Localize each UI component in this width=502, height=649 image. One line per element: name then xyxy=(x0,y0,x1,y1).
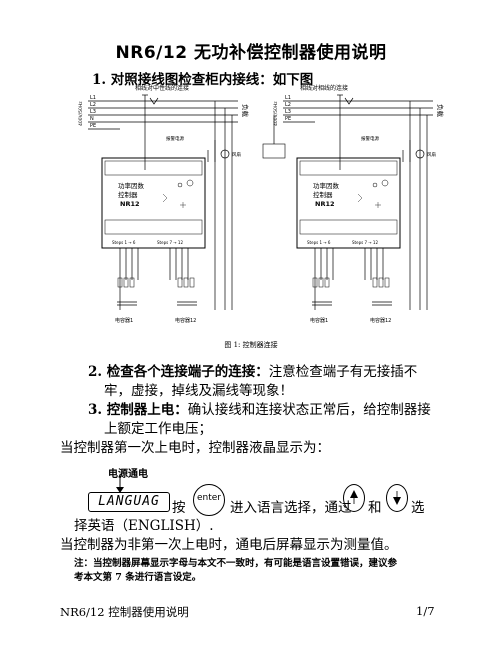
item-2: 2. 检查各个连接端子的连接：注意检查端子有无接插不 xyxy=(88,362,417,382)
note-text: 当控制器屏幕显示字母与本文不一致时，有可能是语言设置错误，建议参 xyxy=(93,558,398,569)
steps-label: Steps 7 → 12 xyxy=(352,240,378,245)
right-diagram-caption: 相线对相线的连接 xyxy=(300,84,348,92)
steps-label: Steps 1 → 6 xyxy=(112,240,136,245)
down-key-icon xyxy=(386,484,408,512)
capacitor-label: 电容器12 xyxy=(175,317,196,324)
alarm-label: 报警电源 xyxy=(166,135,184,142)
note: 注：当控制器屏幕显示字母与本文不一致时，有可能是语言设置错误，建议参 xyxy=(74,557,397,570)
item-3: 3. 控制器上电：确认接线和连接状态正常后，给控制器接 xyxy=(88,400,431,420)
voltage-label: 400V/50Hz xyxy=(78,101,84,126)
steps-label: Steps 1 → 6 xyxy=(307,240,331,245)
steps-label: Steps 7 → 12 xyxy=(157,240,183,245)
item-3-cont: 上额定工作电压； xyxy=(104,421,212,437)
line-label: L3 xyxy=(90,109,96,115)
footer-left: NR6/12 控制器使用说明 xyxy=(60,605,189,619)
left-wiring-diagram xyxy=(88,94,238,310)
up-key-icon xyxy=(343,484,365,512)
press-text: 按 xyxy=(172,500,186,516)
note-cont: 考本文第 7 条进行语言设定。 xyxy=(74,572,202,583)
power-on-label: 电源通电 xyxy=(108,469,148,480)
item-3-label: 3. 控制器上电： xyxy=(88,402,188,418)
item-2-label: 2. 检查各个连接端子的连接： xyxy=(88,364,269,380)
line-label: N xyxy=(90,116,94,122)
paragraph-first-power-on: 当控制器第一次上电时，控制器液晶显示为： xyxy=(60,440,330,456)
line-label: L1 xyxy=(285,95,291,101)
alarm-label: 报警电源 xyxy=(361,135,379,142)
enter-key-icon: enter xyxy=(193,484,225,516)
page-title: NR6/12 无功补偿控制器使用说明 xyxy=(115,43,387,63)
item-2-text: 注意检查端子有无接插不 xyxy=(268,364,418,380)
right-wiring-diagram xyxy=(262,94,433,310)
load-label: 负载 xyxy=(241,104,250,118)
controller-model: NR12 xyxy=(120,200,140,208)
wiring-diagram: 相线对中性线的连接 相线对相线的连接 L1 L2 L3 N PE L1 L2 L… xyxy=(78,84,445,324)
and-text: 和 xyxy=(368,500,382,516)
figure-caption: 图 1: 控制器连接 xyxy=(224,341,278,349)
select-cont: 择英语（ENGLISH）. xyxy=(74,518,214,534)
fan-label: 风扇 xyxy=(232,151,241,158)
line-label: L3 xyxy=(285,109,291,115)
capacitor-label: 电容器1 xyxy=(310,317,328,324)
line-label: PE xyxy=(285,116,291,122)
capacitor-label: 电容器1 xyxy=(115,317,133,324)
capacitor-label: 电容器12 xyxy=(370,317,391,324)
voltage-label: 400V/50Hz xyxy=(273,101,279,126)
select-text: 选 xyxy=(411,500,425,516)
note-label: 注： xyxy=(74,558,94,569)
load-label: 负载 xyxy=(436,104,445,118)
line-label: PE xyxy=(90,123,96,129)
page-number: 1/7 xyxy=(416,604,435,618)
controller-label: 控制器 xyxy=(313,190,333,199)
left-diagram-caption: 相线对中性线的连接 xyxy=(135,84,189,92)
item-2-cont: 牢，虚接，掉线及漏线等现象！ xyxy=(104,383,293,399)
lcd-display: LANGUAG xyxy=(88,492,170,512)
fan-label: 风扇 xyxy=(427,151,436,158)
controller-label: 控制器 xyxy=(118,190,138,199)
item-3-text: 确认接线和连接状态正常后，给控制器接 xyxy=(187,402,431,418)
line-label: L1 xyxy=(90,95,96,101)
arrow-down-icon xyxy=(116,476,124,493)
section-heading-1: 1. 对照接线图检查柜内接线：如下图 xyxy=(92,72,314,88)
paragraph-non-first-power-on: 当控制器为非第一次上电时，通电后屏幕显示为测量值。 xyxy=(60,537,398,553)
controller-label: 功率因数 xyxy=(313,181,340,190)
enter-instruction: 进入语言选择，通过 xyxy=(230,500,352,516)
controller-label: 功率因数 xyxy=(118,181,145,190)
controller-model: NR12 xyxy=(315,200,335,208)
line-label: L2 xyxy=(285,102,291,108)
line-label: L2 xyxy=(90,102,96,108)
